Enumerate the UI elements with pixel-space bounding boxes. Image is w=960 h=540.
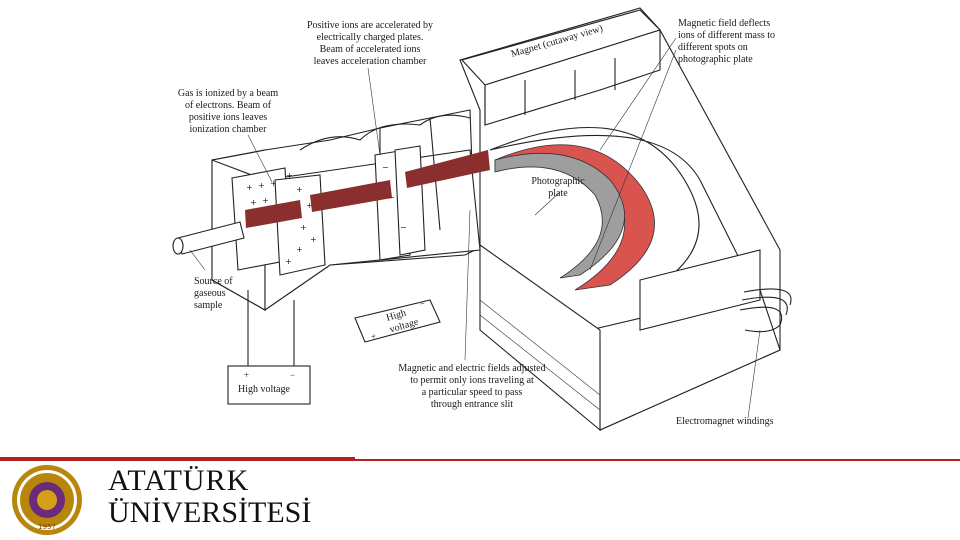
svg-text:leaves acceleration chamber: leaves acceleration chamber <box>314 56 427 67</box>
svg-text:+: + <box>286 171 293 180</box>
svg-text:+: + <box>250 198 257 207</box>
label-positive-ions: Positive ions are accelerated by electri… <box>307 20 433 67</box>
svg-text:+: + <box>285 257 292 266</box>
svg-text:plate: plate <box>548 188 568 199</box>
svg-text:−: − <box>388 193 395 202</box>
university-wordmark: ATATÜRK ÜNİVERSİTESİ <box>108 466 311 528</box>
svg-text:Magnetic and electric fields a: Magnetic and electric fields adjusted <box>398 363 545 374</box>
svg-text:+: + <box>310 235 317 244</box>
high-voltage-box-label: High voltage <box>238 384 290 395</box>
label-magnetic-field: Magnetic field deflects ions of differen… <box>678 18 775 65</box>
svg-text:photographic plate: photographic plate <box>678 54 753 65</box>
label-electromagnet: Electromagnet windings <box>676 416 774 427</box>
label-fields-adjusted: Magnetic and electric fields adjusted to… <box>398 363 545 410</box>
svg-text:Positive ions are accelerated: Positive ions are accelerated by <box>307 20 433 31</box>
wordmark-line-1: ATATÜRK <box>108 466 311 496</box>
svg-text:gaseous: gaseous <box>194 288 226 299</box>
label-source: Source of gaseous sample <box>194 276 233 311</box>
svg-text:ionization chamber: ionization chamber <box>190 124 268 135</box>
footer-rule <box>0 459 960 461</box>
label-gas-ionized: Gas is ionized by a beam of electrons. B… <box>178 88 278 135</box>
svg-text:+: + <box>296 245 303 254</box>
svg-text:+: + <box>306 201 313 210</box>
svg-text:electrically charged plates.: electrically charged plates. <box>317 32 424 43</box>
svg-text:+: + <box>262 196 269 205</box>
svg-text:−: − <box>400 223 407 232</box>
svg-text:a particular speed to pass: a particular speed to pass <box>422 387 523 398</box>
svg-text:Magnetic field deflects: Magnetic field deflects <box>678 18 770 29</box>
svg-text:positive ions leaves: positive ions leaves <box>189 112 267 123</box>
svg-text:sample: sample <box>194 300 223 311</box>
svg-text:+: + <box>296 185 303 194</box>
svg-text:ions of different mass to: ions of different mass to <box>678 30 775 41</box>
svg-text:+: + <box>244 370 249 380</box>
svg-text:−: − <box>382 163 389 172</box>
svg-text:Source of: Source of <box>194 276 233 287</box>
mass-spectrometer-diagram: +++ +++ +++ +++ −−− + − High voltage <box>0 0 960 460</box>
svg-text:Beam of accelerated ions: Beam of accelerated ions <box>320 44 421 55</box>
svg-text:through entrance slit: through entrance slit <box>431 399 513 410</box>
svg-text:−: − <box>290 370 295 380</box>
university-seal-logo: 1957 <box>10 463 84 537</box>
svg-text:different spots on: different spots on <box>678 42 748 53</box>
svg-text:Gas is ionized by a beam: Gas is ionized by a beam <box>178 88 278 99</box>
svg-text:+: + <box>246 183 253 192</box>
wordmark-line-2: ÜNİVERSİTESİ <box>108 498 311 528</box>
svg-text:of electrons. Beam of: of electrons. Beam of <box>185 100 272 111</box>
svg-text:1957: 1957 <box>38 523 56 531</box>
svg-text:Photographic: Photographic <box>531 176 585 187</box>
svg-text:to permit only ions traveling: to permit only ions traveling at <box>410 375 534 386</box>
svg-text:+: + <box>258 181 265 190</box>
svg-text:+: + <box>300 223 307 232</box>
